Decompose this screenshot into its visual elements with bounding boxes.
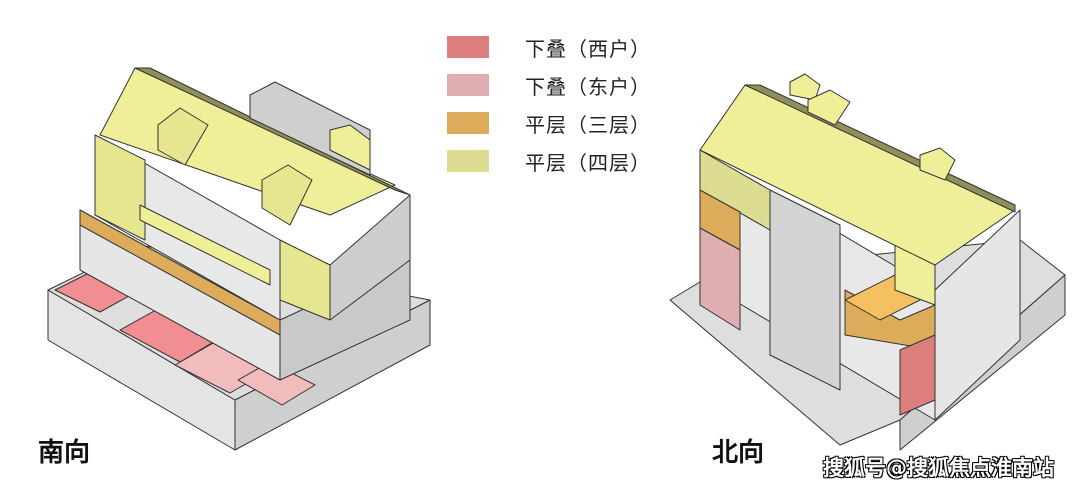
legend-label: 平层（三层） — [525, 112, 651, 137]
north-dormer-1 — [789, 73, 821, 101]
legend-item-duplex-west: 下叠（西户） — [447, 28, 651, 66]
south-balcony — [139, 204, 271, 286]
north-stair-core — [769, 189, 841, 391]
legend: 下叠（西户） 下叠（东户） 平层（三层） 平层（四层） — [447, 28, 651, 180]
north-duplex-east — [699, 227, 741, 331]
legend-item-duplex-east: 下叠（东户） — [447, 66, 651, 104]
legend-label: 下叠（西户） — [525, 36, 651, 61]
south-floor3-band — [79, 209, 281, 336]
north-dormer-2 — [807, 89, 851, 126]
legend-item-flat-3f: 平层（三层） — [447, 104, 651, 142]
south-floor4-yellow-left — [94, 134, 146, 241]
watermark: 搜狐号@搜狐焦点淮南站 — [823, 456, 1054, 480]
legend-swatch — [447, 36, 489, 58]
legend-label: 下叠（东户） — [525, 74, 651, 99]
legend-item-flat-4f: 平层（四层） — [447, 142, 651, 180]
north-duplex-west — [899, 334, 936, 416]
legend-swatch — [447, 74, 489, 96]
south-floor4-right-face — [329, 194, 411, 321]
south-roof-top — [99, 67, 396, 216]
north-view-label: 北向 — [712, 438, 765, 468]
south-dormer-2 — [261, 164, 313, 226]
south-roof-ridge — [134, 67, 411, 196]
legend-swatch — [447, 150, 489, 172]
legend-label: 平层（四层） — [525, 150, 651, 175]
south-building — [47, 67, 431, 451]
legend-swatch — [447, 112, 489, 134]
south-rear-yellow — [329, 124, 371, 171]
north-building — [669, 73, 1066, 451]
north-dormer-3 — [919, 147, 956, 181]
south-dormer-1 — [157, 107, 209, 166]
south-view-label: 南向 — [38, 438, 91, 468]
